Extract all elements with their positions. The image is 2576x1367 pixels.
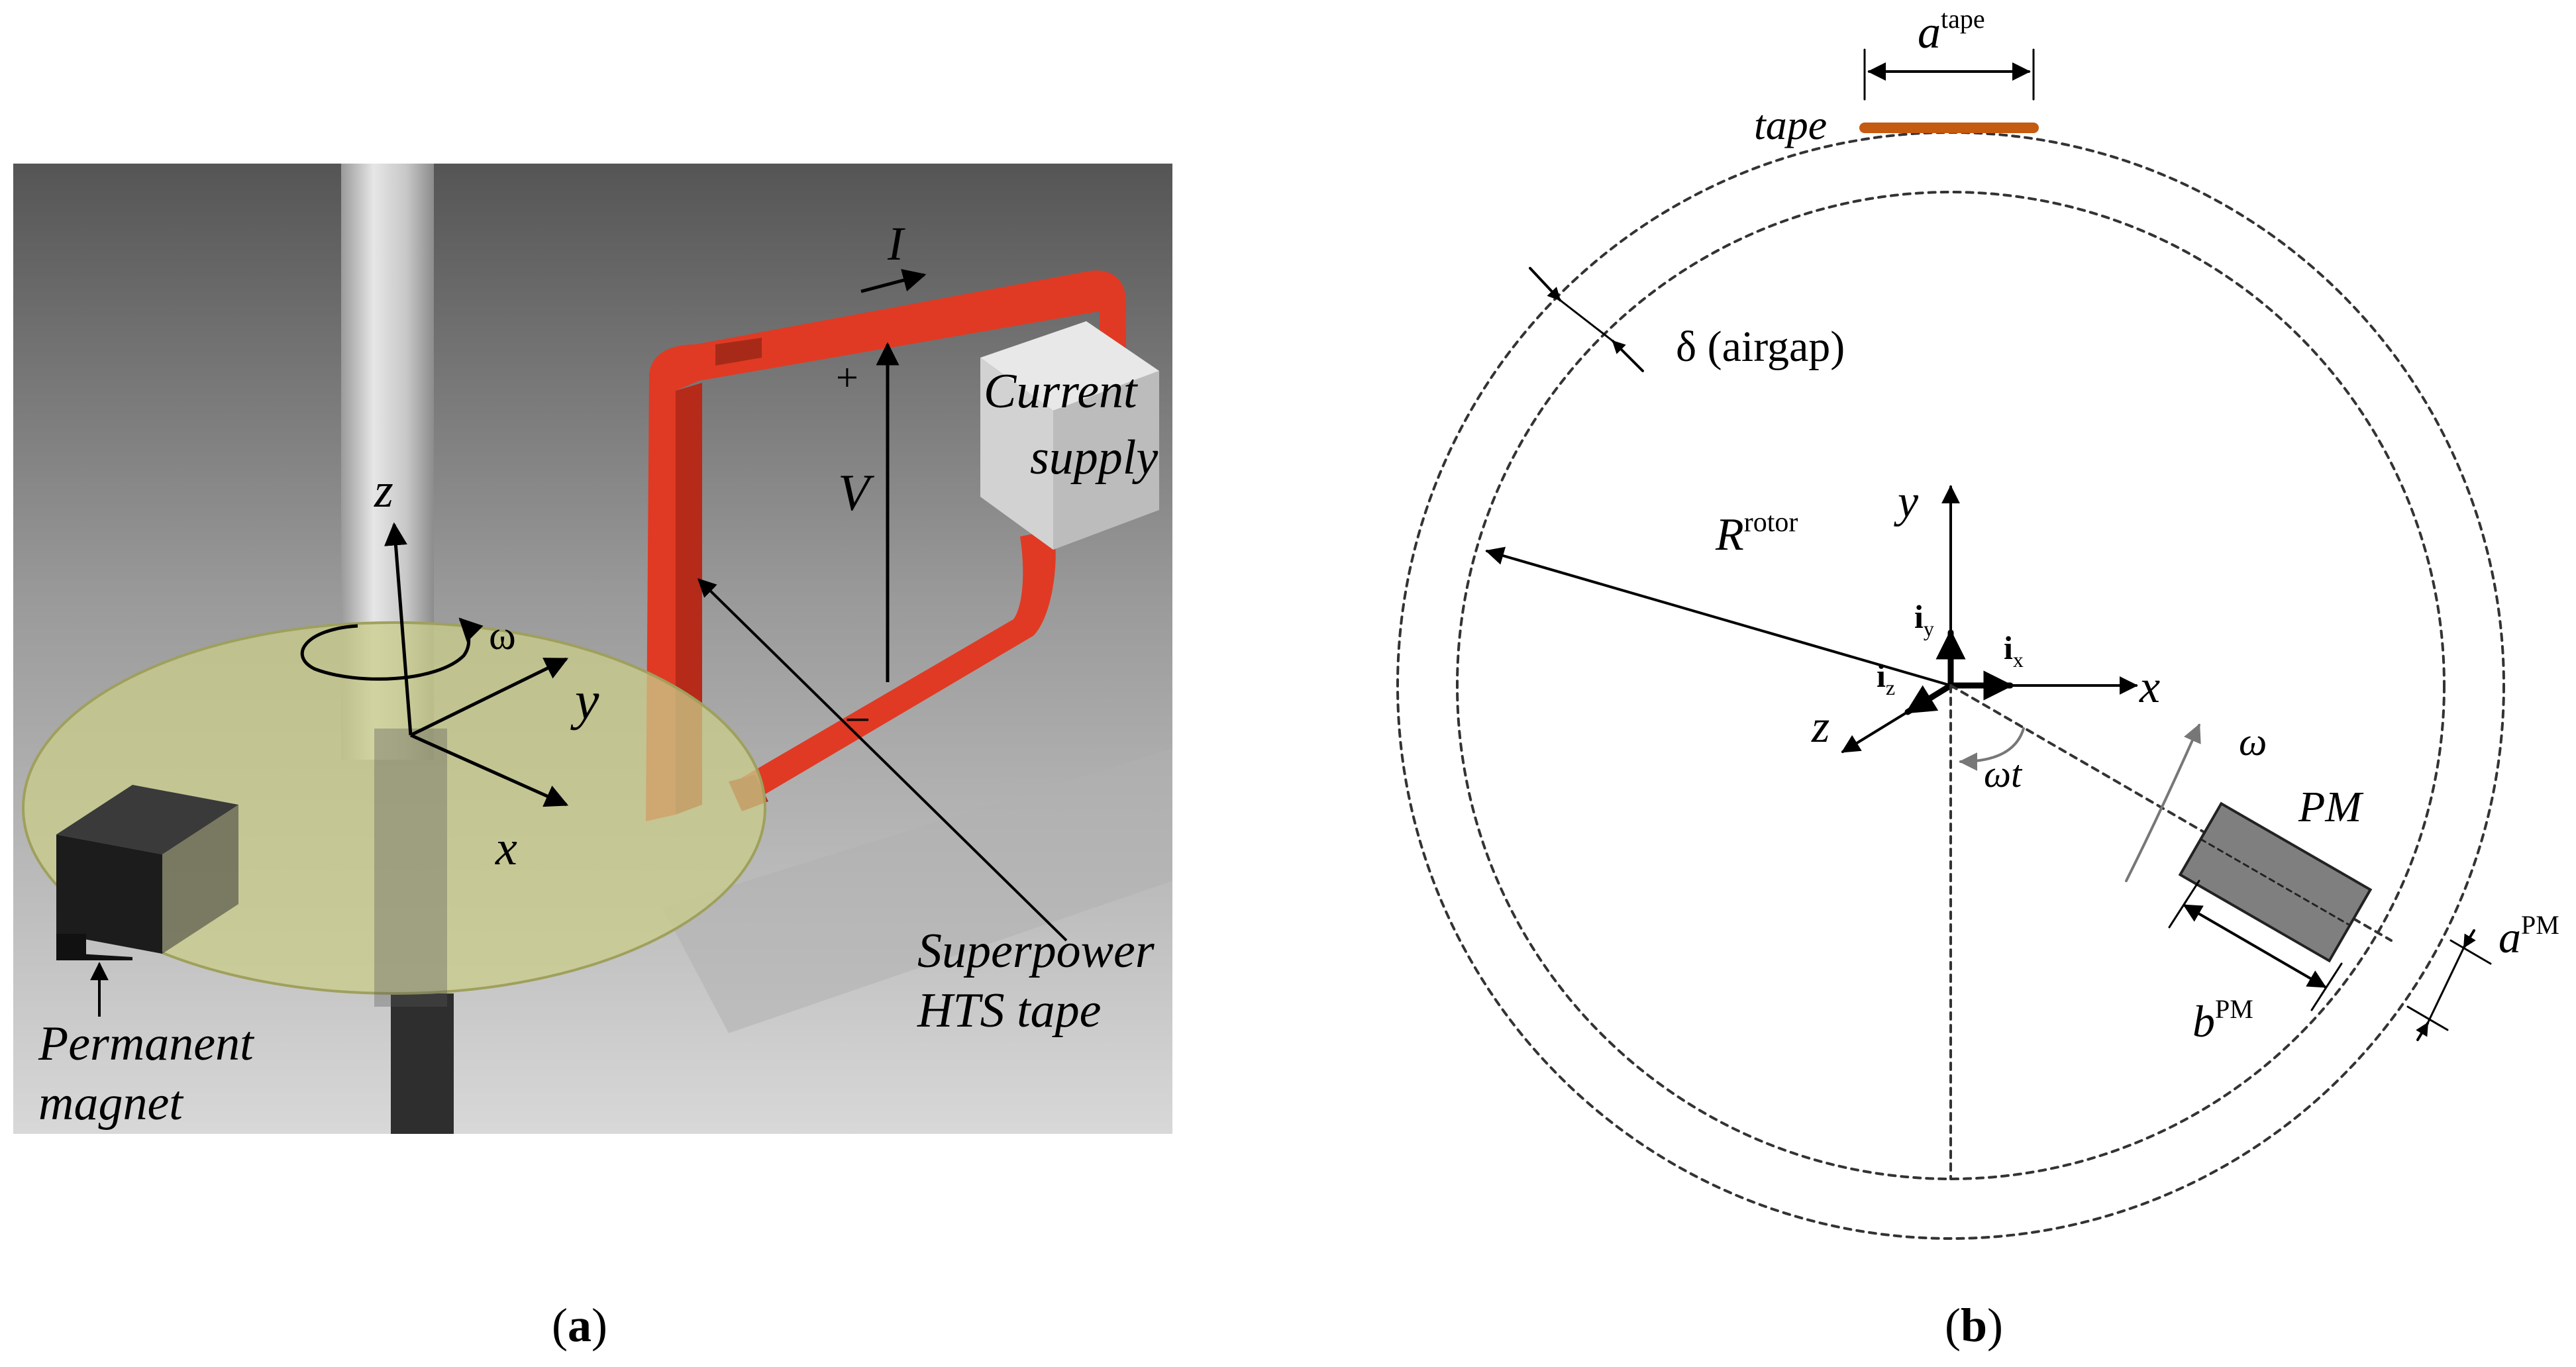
a-pm-span bbox=[2426, 946, 2465, 1025]
label-iy: iy bbox=[1914, 598, 1934, 640]
label-omega: ω bbox=[489, 613, 516, 658]
label-airgap: δ (airgap) bbox=[1676, 323, 1845, 371]
rod-through-disk bbox=[374, 729, 447, 1007]
label-iz: iz bbox=[1877, 657, 1895, 699]
label-axis-y: y bbox=[570, 670, 599, 731]
caption-a: (a) bbox=[552, 1299, 607, 1352]
a-pm-arrow-1 bbox=[2463, 929, 2476, 948]
label-axis-z-b: z bbox=[1811, 701, 1829, 752]
label-a-pm: aPM bbox=[2499, 910, 2559, 962]
label-axis-y-b: y bbox=[1894, 476, 1919, 527]
pm-radial-dashed bbox=[1949, 684, 2393, 942]
b-pm-dimension-arrow bbox=[2183, 904, 2327, 988]
label-axis-z: z bbox=[374, 464, 393, 518]
a-pm-ext-1 bbox=[2449, 939, 2492, 965]
label-current: I bbox=[887, 217, 905, 270]
label-omega-b: ω bbox=[2239, 720, 2267, 764]
airgap-arrow-1 bbox=[1529, 267, 1561, 301]
tape-leader-line bbox=[697, 578, 1068, 942]
omega-rotation-arc-b bbox=[2125, 723, 2201, 882]
omega-rotation-arrow bbox=[300, 617, 484, 681]
floor-shadow bbox=[662, 748, 1172, 1033]
r-rotor-arrow bbox=[1485, 546, 1952, 687]
a-pm-arrow-2 bbox=[2416, 1022, 2429, 1041]
label-ix: ix bbox=[2004, 629, 2024, 672]
label-tape: tape bbox=[1754, 101, 1827, 148]
a-pm-ext-2 bbox=[2406, 1005, 2449, 1031]
permanent-magnet bbox=[56, 785, 238, 960]
label-current-supply-2: supply bbox=[1030, 430, 1158, 485]
label-r-rotor: Rrotor bbox=[1715, 507, 1798, 560]
axis-z-arrow bbox=[384, 522, 413, 736]
label-axis-x-b: x bbox=[2139, 662, 2160, 713]
label-voltage: V bbox=[838, 464, 875, 521]
axis-y-arrow bbox=[409, 657, 569, 737]
rod-lower bbox=[391, 993, 454, 1134]
label-magnet-1: Permanent bbox=[38, 1017, 255, 1071]
label-axis-x: x bbox=[495, 821, 517, 876]
airgap-span bbox=[1559, 299, 1614, 342]
label-tape-1: Superpower bbox=[917, 924, 1155, 978]
unit-iz-arrow bbox=[1904, 682, 1954, 715]
b-pm-ext-2 bbox=[2310, 962, 2343, 1011]
label-a-tape: atape bbox=[1918, 4, 1985, 58]
label-magnet-2: magnet bbox=[38, 1076, 184, 1131]
label-pm: PM bbox=[2298, 783, 2364, 831]
label-minus: − bbox=[845, 695, 870, 746]
panel-a: I + − V Current supply z y x ω Superpowe… bbox=[13, 164, 1172, 1352]
b-pm-ext-1 bbox=[2168, 880, 2200, 929]
panel-b: atape tape δ (airgap) Rrotor y x z iy ix… bbox=[1396, 4, 2559, 1352]
current-arrow bbox=[860, 269, 927, 293]
label-current-supply-1: Current bbox=[984, 364, 1139, 419]
airgap-arrow-2 bbox=[1612, 340, 1644, 372]
caption-b: (b) bbox=[1945, 1299, 2003, 1352]
label-omega-t: ωt bbox=[1984, 752, 2023, 795]
current-supply-box bbox=[980, 321, 1159, 550]
label-plus: + bbox=[836, 356, 858, 399]
omega-t-angle-arc bbox=[1959, 727, 2025, 771]
axis-x-arrow bbox=[409, 733, 569, 807]
label-tape-2: HTS tape bbox=[917, 984, 1102, 1038]
label-b-pm: bPM bbox=[2192, 994, 2253, 1046]
